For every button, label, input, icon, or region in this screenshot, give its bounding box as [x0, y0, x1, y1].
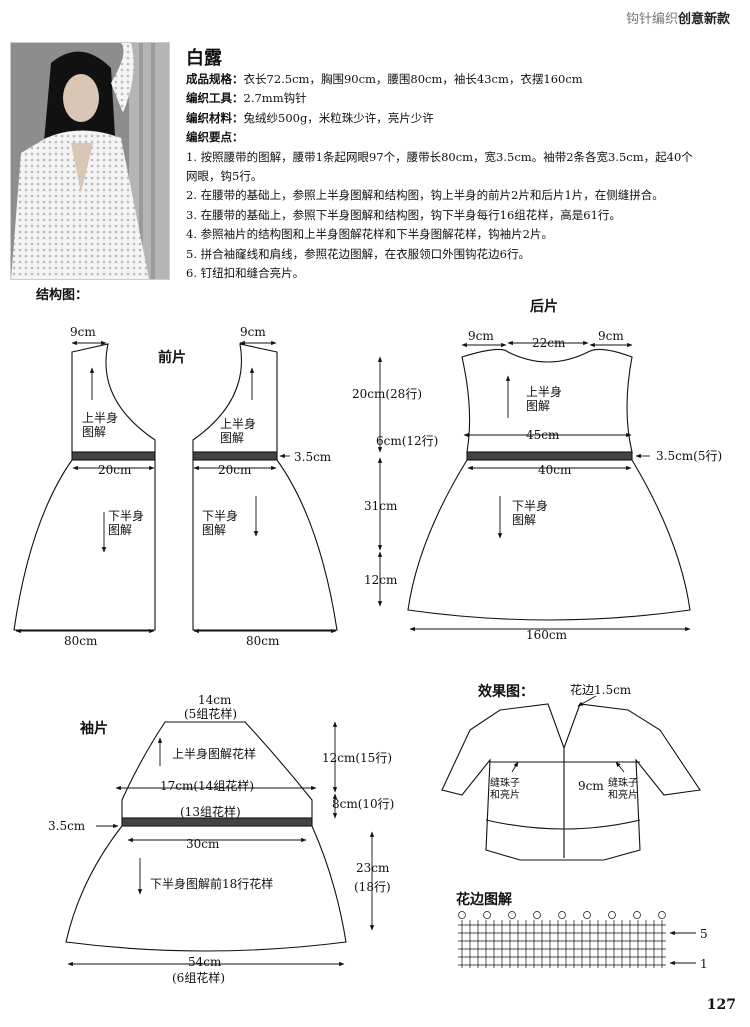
effect-preview-garment — [441, 703, 701, 861]
front-title: 前片 — [158, 349, 186, 366]
pattern-title: 白露 — [186, 48, 222, 69]
sleeve-cuff-label: 30cm — [186, 837, 220, 851]
edging-row-top-label: 5 — [700, 927, 708, 941]
sleeve-top-label: 14cm — [198, 693, 232, 707]
back-upper-label: 上半身 — [526, 384, 562, 399]
sleeve-bottom-label-2: (6组花样) — [172, 970, 225, 985]
back-height-hem-label: 12cm — [364, 573, 398, 587]
pattern-info: 成品规格：衣长72.5cm，胸围90cm，腰围80cm，袖长43cm，衣摆160… — [186, 70, 741, 283]
front-right-upper-label-2: 图解 — [220, 431, 244, 445]
step-line: 网眼，钩5行。 — [186, 169, 263, 184]
effect-right-note-2: 和亮片 — [608, 788, 638, 801]
front-right-shoulder-label: 9cm — [240, 325, 266, 339]
spec-label: 成品规格： — [186, 72, 244, 86]
back-lower-label: 下半身 — [512, 498, 548, 513]
front-left-waist-label: 20cm — [98, 463, 132, 477]
edging-row-bottom-label: 1 — [700, 957, 708, 971]
sleeve-belt-label: 3.5cm — [48, 819, 86, 833]
front-left-upper-label: 上半身 — [82, 410, 118, 425]
back-height-armhole-label: 6cm(12行) — [376, 434, 438, 448]
back-waist-label: 40cm — [538, 463, 572, 477]
front-left-hem-label: 80cm — [64, 634, 98, 648]
steps-label: 编织要点： — [186, 130, 244, 145]
sleeve-height-mid-label: 8cm(10行) — [332, 797, 394, 811]
effect-left-note: 缝珠子 — [490, 776, 520, 789]
edging-chart — [458, 911, 666, 968]
sleeve-height-lower-label-2: (18行) — [354, 880, 391, 894]
back-right-shoulder-label: 9cm — [598, 329, 624, 343]
back-neck-label: 22cm — [532, 336, 566, 350]
step-line: 2. 在腰带的基础上，参照上半身图解和结构图，钩上半身的前片2片和后片1片，在侧… — [186, 188, 664, 203]
front-right-waist-label: 20cm — [218, 463, 252, 477]
back-piece — [407, 348, 691, 621]
back-hem-label: 160cm — [526, 628, 568, 642]
back-chest-label: 45cm — [526, 428, 560, 442]
front-right-lower-label-2: 图解 — [202, 523, 226, 537]
sleeve-upper-label: 上半身图解花样 — [172, 746, 256, 761]
page-number: 127 — [706, 997, 736, 1013]
front-left-shoulder-label: 9cm — [70, 325, 96, 339]
back-left-shoulder-label: 9cm — [468, 329, 494, 343]
effect-right-note: 缝珠子 — [608, 776, 638, 789]
front-right-hem-label: 80cm — [246, 634, 280, 648]
effect-sleeve-width-label: 9cm — [578, 779, 604, 793]
step-line: 5. 拼合袖窿线和肩线，参照花边图解，在衣服领口外围钩花边6行。 — [186, 246, 530, 261]
effect-title: 效果图： — [478, 683, 534, 700]
tool-value: 2.7mm钩针 — [243, 91, 307, 106]
front-left-lower-label-2: 图解 — [108, 523, 132, 537]
book-header: 钩针编织创意新款 — [625, 12, 730, 27]
material-label: 编织材料： — [186, 110, 244, 125]
sleeve-band-label: (13组花样) — [180, 804, 241, 819]
material-value: 兔绒纱500g，米粒珠少许，亮片少许 — [243, 110, 434, 125]
step-line: 3. 在腰带的基础上，参照下半身图解和结构图，钩下半身每行16组花样，高是61行… — [186, 207, 621, 222]
model-photo — [10, 42, 170, 280]
sleeve-height-lower-label: 23cm — [356, 861, 390, 875]
sleeve-height-upper-label: 12cm(15行) — [322, 751, 392, 765]
back-belt-label: 3.5cm(5行) — [656, 449, 722, 463]
step-line: 1. 按照腰带的图解，腰带1条起网眼97个，腰带长80cm，宽3.5cm。袖带2… — [186, 149, 693, 164]
back-upper-label-2: 图解 — [526, 399, 550, 413]
front-left-upper-label-2: 图解 — [82, 425, 106, 439]
sleeve-mid-label: 17cm(14组花样) — [160, 778, 254, 793]
front-right-lower-label: 下半身 — [202, 508, 238, 523]
sleeve-piece — [65, 721, 347, 952]
front-right-upper-label: 上半身 — [220, 416, 256, 431]
structure-section-title: 结构图： — [36, 288, 89, 303]
back-title: 后片 — [530, 298, 558, 315]
front-belt-label: 3.5cm — [294, 450, 332, 464]
sleeve-bottom-label: 54cm — [188, 955, 222, 969]
edging-title: 花边图解 — [456, 891, 512, 908]
back-lower-label-2: 图解 — [512, 513, 536, 527]
front-right-piece — [192, 343, 338, 631]
effect-edge-label: 花边1.5cm — [570, 682, 632, 697]
back-height-lower-label: 31cm — [364, 499, 398, 513]
front-left-piece — [13, 343, 156, 631]
sleeve-top-label-2: (5组花样) — [184, 706, 237, 721]
sleeve-lower-label: 下半身图解前18行花样 — [150, 876, 273, 891]
back-height-upper-label: 20cm(28行) — [352, 387, 422, 401]
front-left-lower-label: 下半身 — [108, 508, 144, 523]
sleeve-title: 袖片 — [80, 720, 108, 737]
tool-label: 编织工具： — [186, 91, 244, 106]
step-line: 4. 参照袖片的结构图和上半身图解花样和下半身图解花样，钩袖片2片。 — [186, 227, 553, 242]
step-line: 6. 钉纽扣和缝合亮片。 — [186, 266, 305, 281]
woman-wearing-crochet-cardigan-icon — [11, 43, 169, 279]
spec-value: 衣长72.5cm，胸围90cm，腰围80cm，袖长43cm，衣摆160cm — [243, 72, 583, 86]
effect-left-note-2: 和亮片 — [490, 788, 520, 801]
